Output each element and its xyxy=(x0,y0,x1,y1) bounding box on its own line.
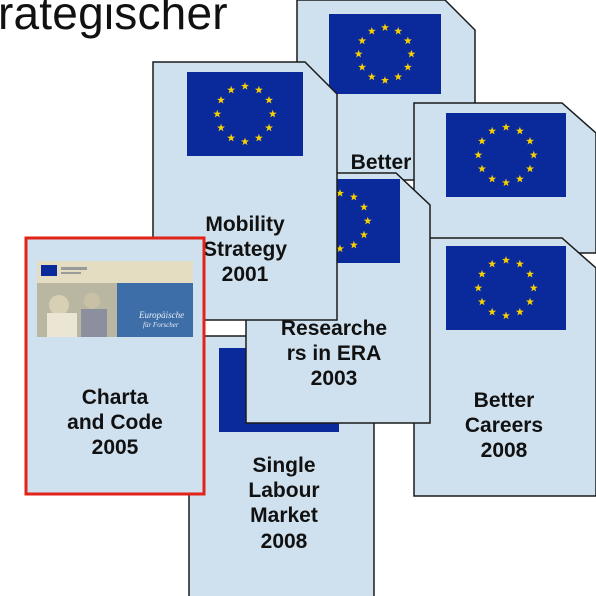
document-right-upper[interactable] xyxy=(413,102,596,254)
document-label: Researche rs in ERA 2003 xyxy=(280,317,388,391)
flag-star xyxy=(336,189,344,197)
cover-title: Europäische xyxy=(139,310,185,320)
flag-star xyxy=(526,136,534,145)
flag-star xyxy=(358,63,367,71)
flag-star xyxy=(502,256,510,264)
flag-star xyxy=(265,123,273,132)
flag-star xyxy=(526,164,534,173)
charter-cover-image: Europäische für Forscher xyxy=(37,261,193,337)
flag-star xyxy=(360,202,368,211)
document-label: Single Labour Market 2008 xyxy=(248,454,320,553)
flag-star xyxy=(381,23,389,31)
flag-star xyxy=(265,95,273,104)
flag-star xyxy=(478,269,486,278)
flag-star xyxy=(488,174,497,183)
flag-star xyxy=(241,82,249,90)
eu-flag-icon xyxy=(446,246,566,330)
flag-star xyxy=(217,95,225,104)
eu-flag-icon xyxy=(187,72,303,156)
flag-star xyxy=(403,63,412,71)
document-better-careers[interactable]: Better Careers 2008 xyxy=(413,237,596,497)
cover-subtitle: für Forscher xyxy=(143,321,179,329)
flag-star xyxy=(367,72,376,81)
flag-star xyxy=(394,72,403,81)
document-label: Mobility Strategy 2001 xyxy=(202,213,288,287)
flag-star xyxy=(403,36,412,45)
slide-title: rategischer xyxy=(0,0,228,39)
flag-star xyxy=(515,307,524,316)
flag-star xyxy=(394,26,403,35)
flag-star xyxy=(478,164,486,173)
flag-star xyxy=(213,109,222,118)
flag-star xyxy=(474,283,483,292)
flag-star xyxy=(349,192,358,201)
flag-star xyxy=(526,269,534,278)
flag-star xyxy=(502,123,510,131)
flag-star xyxy=(529,150,538,159)
flag-star xyxy=(268,109,277,118)
flag-star xyxy=(254,85,263,94)
flag-star xyxy=(358,36,367,45)
flag-star xyxy=(474,150,483,159)
flag-star xyxy=(254,133,263,142)
flag-star xyxy=(488,126,497,135)
flag-star xyxy=(360,230,368,239)
flag-star xyxy=(227,133,236,142)
eu-flag-icon xyxy=(446,113,566,197)
flag-star xyxy=(241,137,249,146)
flag-star xyxy=(336,244,344,253)
flag-star xyxy=(515,259,524,268)
flag-star xyxy=(502,178,510,187)
flag-star xyxy=(407,49,416,58)
flag-star xyxy=(354,49,363,58)
flag-star xyxy=(349,240,358,249)
flag-star xyxy=(515,174,524,183)
flag-star xyxy=(227,85,236,94)
flag-star xyxy=(478,136,486,145)
flag-star xyxy=(381,76,389,84)
flag-star xyxy=(502,311,510,320)
document-label: Charta and Code 2005 xyxy=(67,386,163,460)
flag-star xyxy=(515,126,524,135)
document-charta-and-code[interactable]: Europäische für Forscher Charta and Code… xyxy=(24,236,206,496)
document-label: Better Careers 2008 xyxy=(464,389,544,463)
flag-star xyxy=(529,283,538,292)
eu-flag-icon xyxy=(329,14,441,94)
flag-star xyxy=(478,297,486,306)
flag-star xyxy=(363,216,372,225)
document-label: Better xyxy=(350,151,412,174)
flag-star xyxy=(526,297,534,306)
flag-star xyxy=(488,259,497,268)
flag-star xyxy=(367,26,376,35)
flag-star xyxy=(217,123,225,132)
flag-star xyxy=(488,307,497,316)
